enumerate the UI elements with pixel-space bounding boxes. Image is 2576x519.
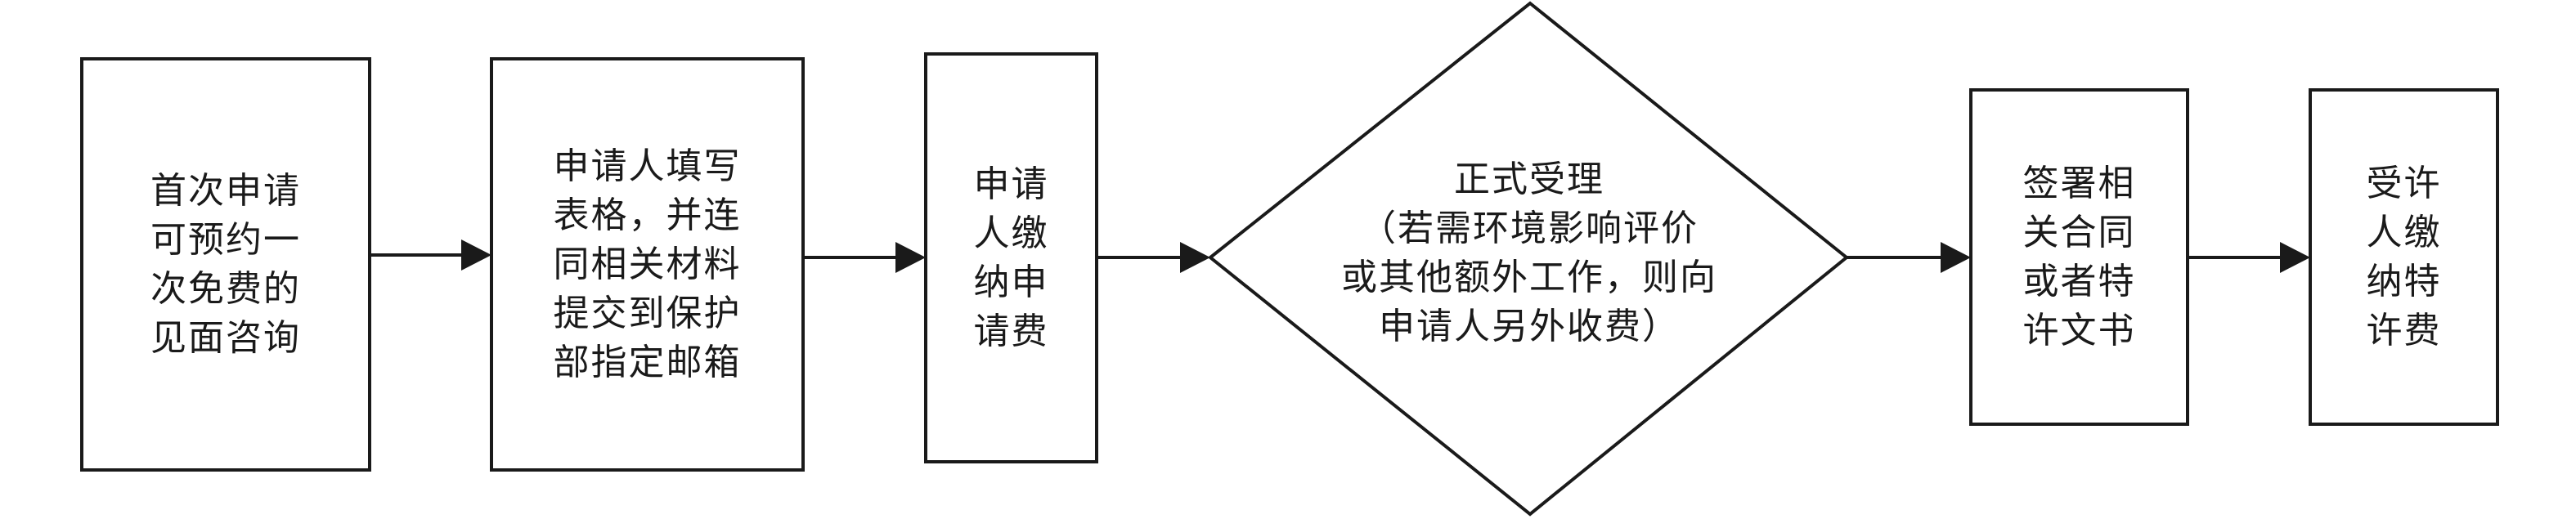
step-4-decision-diamond — [1207, 1, 1850, 517]
step-5-text: 签署相 关合同 或者特 许文书 — [2022, 162, 2136, 351]
step-1-box — [80, 57, 371, 472]
step-1-label-area: 首次申请 可预约一 次免费的 见面咨询 — [82, 59, 370, 470]
step-2-label-area: 申请人填写 表格，并连 同相关材料 提交到保护 部指定邮箱 — [491, 59, 803, 470]
step-4-text: 正式受理 （若需环境影响评价 或其他额外工作，则向 申请人另外收费） — [1341, 159, 1717, 347]
step-5-label-area: 签署相 关合同 或者特 许文书 — [1971, 90, 2188, 424]
step-3-text: 申请 人缴 纳申 请费 — [973, 163, 1049, 352]
arrowhead-2-3 — [895, 242, 926, 273]
step-3-label-area: 申请 人缴 纳申 请费 — [926, 54, 1097, 462]
arrowhead-5-6 — [2280, 242, 2310, 273]
step-2-box — [490, 57, 805, 472]
arrowhead-3-4 — [1180, 242, 1210, 273]
step-6-box — [2309, 88, 2499, 426]
arrowhead-4-5 — [1941, 242, 1971, 273]
arrowhead-1-2 — [461, 239, 491, 271]
step-5-box — [1969, 88, 2189, 426]
step-2-text: 申请人填写 表格，并连 同相关材料 提交到保护 部指定邮箱 — [553, 145, 742, 383]
step-6-label-area: 受许 人缴 纳特 许费 — [2310, 90, 2497, 424]
step-3-box — [924, 52, 1098, 463]
step-4-label-area: 正式受理 （若需环境影响评价 或其他额外工作，则向 申请人另外收费） — [1292, 131, 1766, 376]
step-1-text: 首次申请 可预约一 次免费的 见面咨询 — [150, 169, 301, 359]
step-6-text: 受许 人缴 纳特 许费 — [2366, 162, 2442, 351]
